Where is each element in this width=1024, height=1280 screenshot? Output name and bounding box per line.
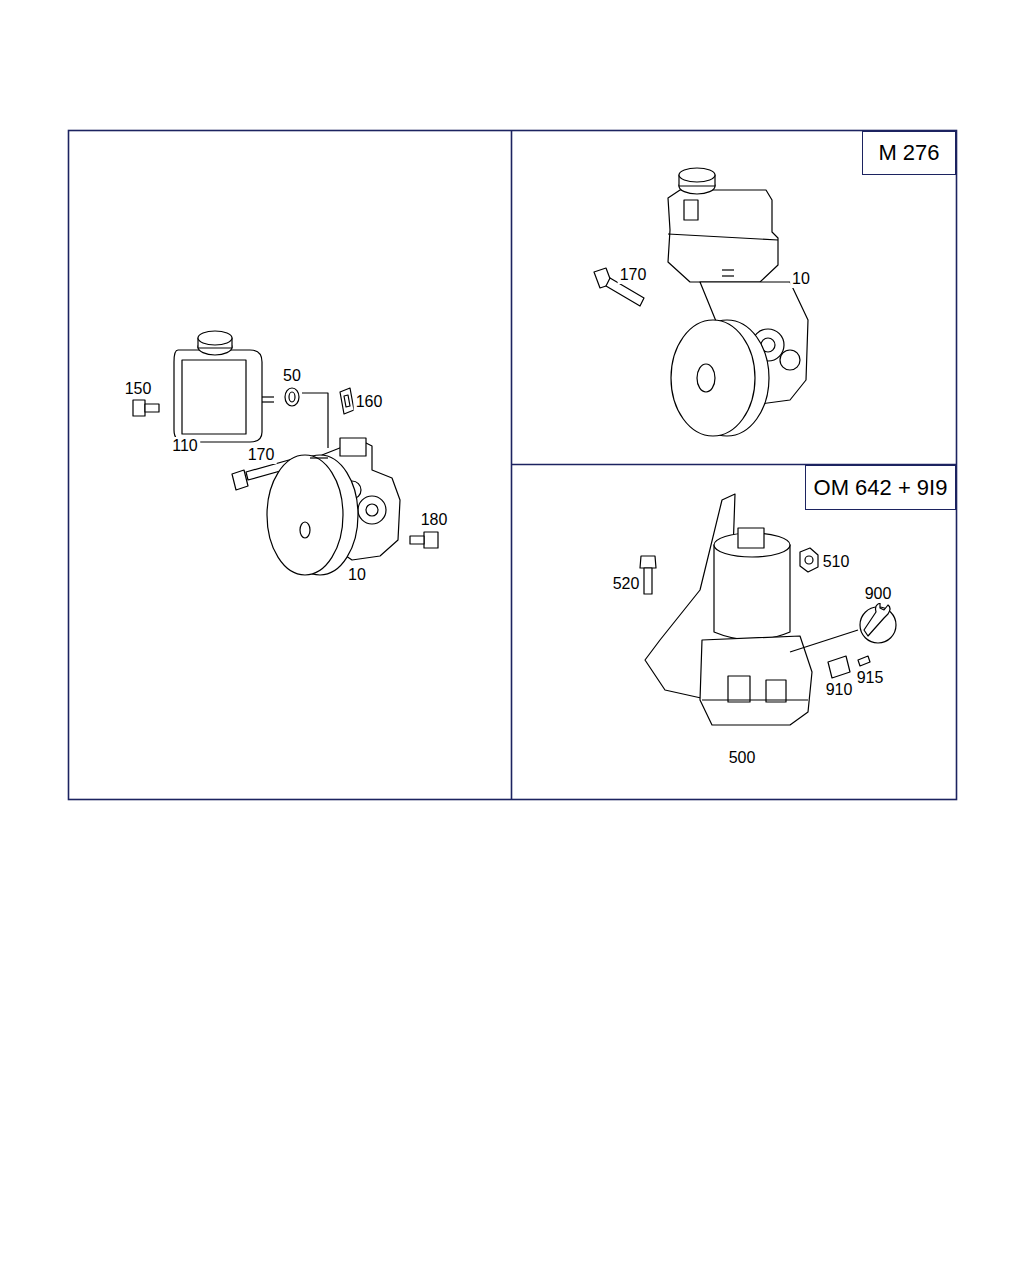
callout-number: 910 — [824, 681, 855, 699]
callout-number: 180 — [419, 511, 450, 529]
callout-number: 10 — [790, 270, 812, 288]
callout-number: 50 — [281, 367, 303, 385]
engine-code-box: M 276 — [862, 131, 956, 175]
callout-number: 110 — [170, 437, 200, 455]
engine-code: OM 642 + 9I9 — [814, 477, 948, 499]
callout-number: 10 — [346, 566, 368, 584]
callout-number: 915 — [855, 669, 886, 687]
callout-number: 170 — [618, 266, 649, 284]
engine-code: M 276 — [878, 142, 939, 164]
callout-number: 170 — [246, 446, 277, 464]
callout-number: 900 — [863, 585, 894, 603]
callout-number: 160 — [354, 393, 385, 411]
callout-number: 150 — [123, 380, 154, 398]
engine-code-box: OM 642 + 9I9 — [805, 465, 956, 510]
callout-number: 510 — [821, 553, 852, 571]
callout-number: 500 — [727, 749, 758, 767]
callout-number: 520 — [611, 575, 642, 593]
